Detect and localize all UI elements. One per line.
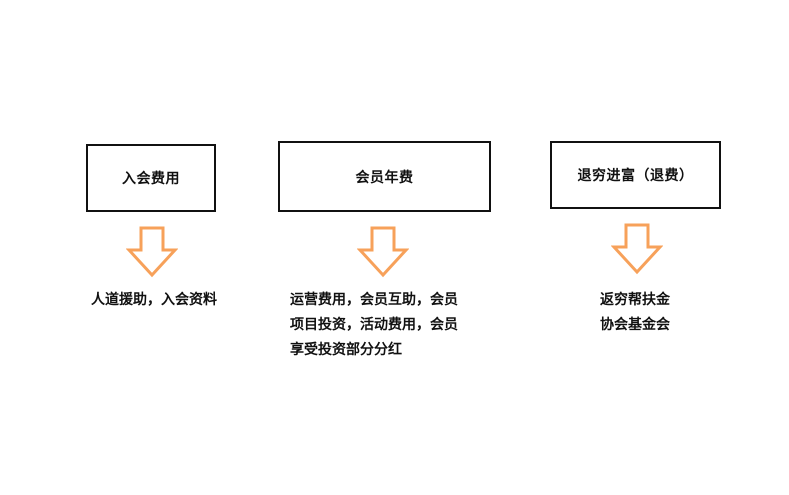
description-line: 人道援助，入会资料 <box>91 292 217 308</box>
down-arrow-icon <box>357 226 409 278</box>
annual-fee-description: 运营费用，会员互助，会员 项目投资，活动费用，会员 享受投资部分分红 <box>290 288 490 363</box>
down-arrow-icon <box>611 223 663 275</box>
box-refund-label: 退穷进富（退费） <box>577 168 694 184</box>
description-line: 运营费用，会员互助，会员 <box>290 292 458 308</box>
refund-description: 返穷帮扶金 协会基金会 <box>560 288 710 338</box>
description-line: 协会基金会 <box>600 317 670 333</box>
box-entry-fee-label: 入会费用 <box>122 171 180 187</box>
description-line: 项目投资，活动费用，会员 <box>290 317 458 333</box>
box-annual-fee: 会员年费 <box>278 141 491 212</box>
description-line: 返穷帮扶金 <box>600 292 670 308</box>
box-entry-fee: 入会费用 <box>86 144 216 212</box>
box-refund: 退穷进富（退费） <box>550 141 721 209</box>
box-annual-fee-label: 会员年费 <box>355 169 414 186</box>
description-line: 享受投资部分分红 <box>290 342 402 358</box>
down-arrow-icon <box>126 226 178 278</box>
entry-fee-description: 人道援助，入会资料 <box>74 288 234 313</box>
